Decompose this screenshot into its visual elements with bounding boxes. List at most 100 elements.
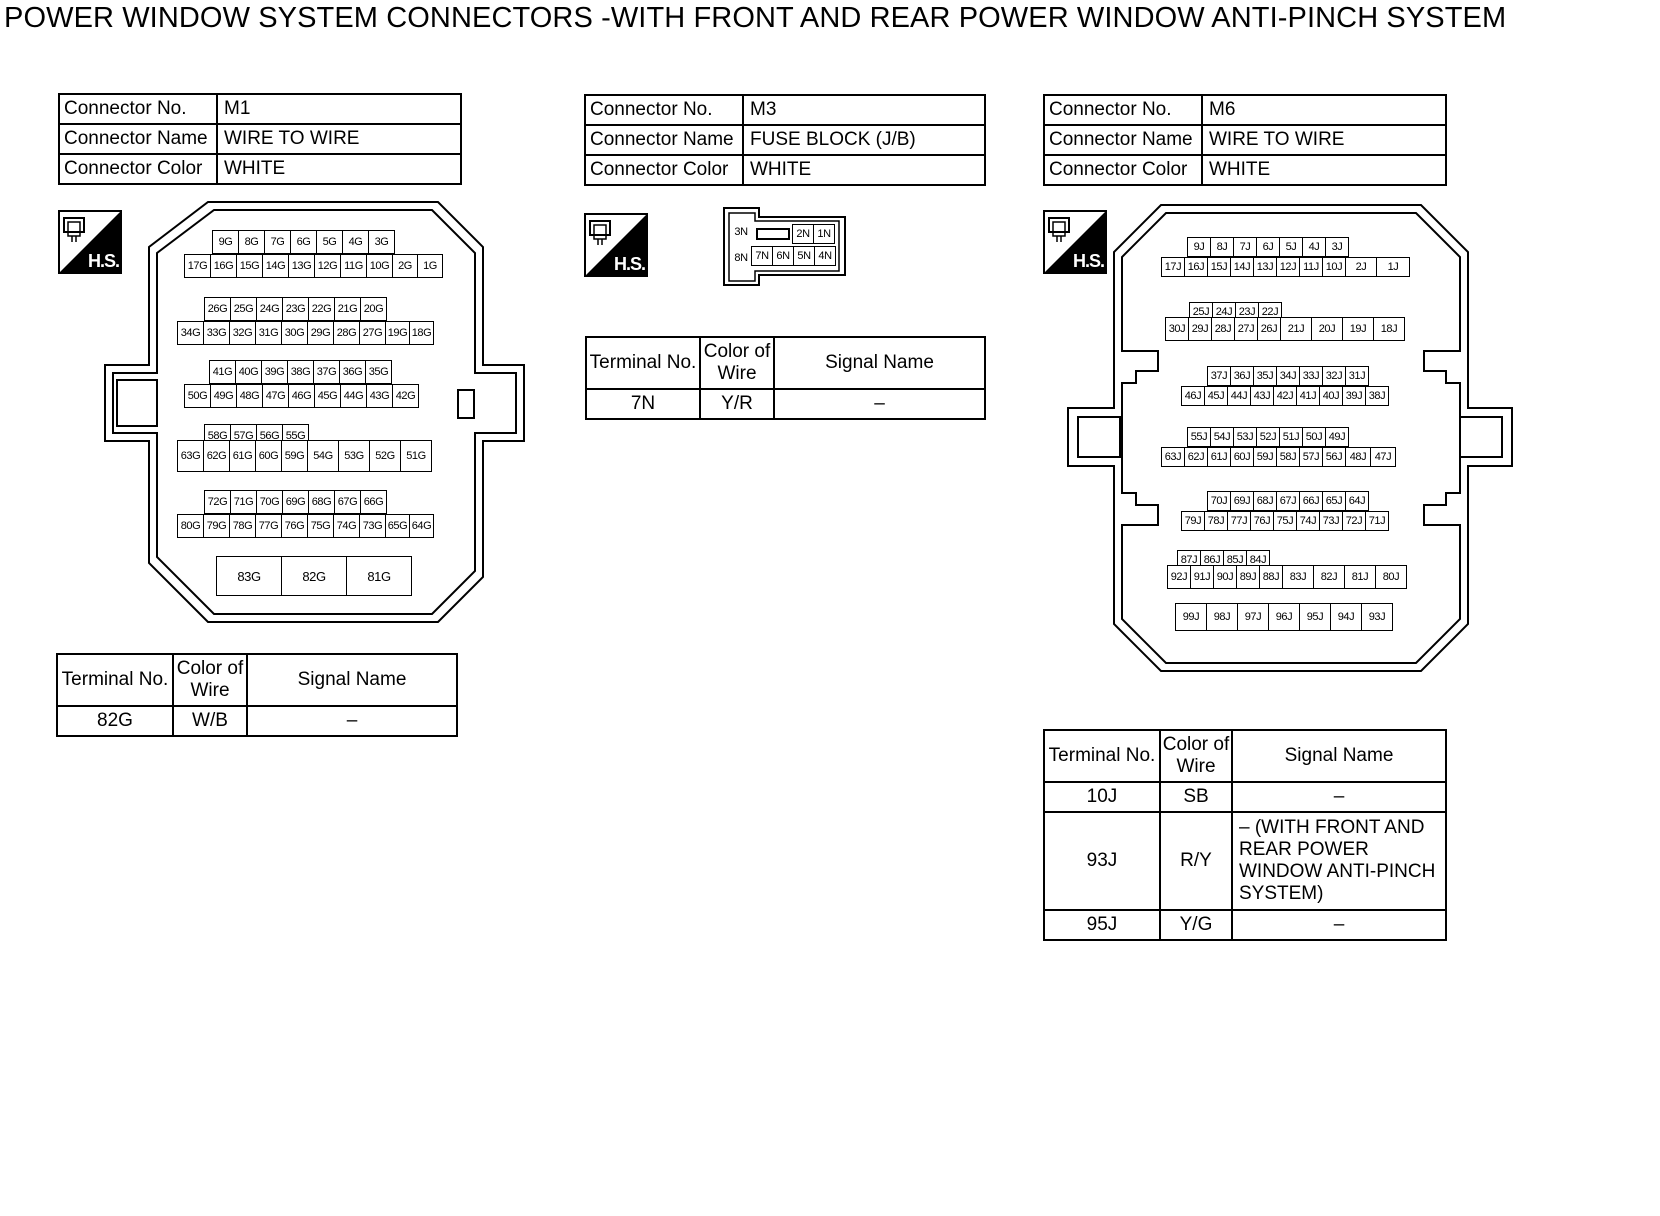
terminal-cell: 5G (316, 230, 343, 254)
terminal-cell: 57J (1299, 447, 1323, 467)
terminal-cell: 54G (307, 440, 339, 472)
connector-name-row: Connector Name FUSE BLOCK (J/B) (584, 124, 986, 156)
terminal-cell: 50J (1302, 427, 1326, 447)
terminal-no-cell: 7N (585, 388, 701, 420)
connector-no-label: Connector No. (1043, 94, 1203, 126)
terminal-cell: 47G (262, 384, 289, 408)
terminal-cell: 35J (1253, 366, 1277, 386)
terminal-table-m3: Terminal No. Color of Wire Signal Name 7… (585, 336, 986, 420)
terminal-cell: 4N (814, 246, 836, 266)
terminal-cell: 90J (1213, 565, 1237, 589)
signal-name-header: Signal Name (773, 336, 986, 390)
terminal-cell: 73G (359, 514, 386, 538)
terminal-cell: 26G (204, 297, 231, 321)
terminal-cell: 97J (1237, 603, 1269, 631)
terminal-cell: 25G (230, 297, 257, 321)
terminal-row: 82G W/B – (56, 705, 458, 737)
wire-color-cell: Y/G (1159, 909, 1233, 941)
terminal-cell: 48J (1345, 447, 1371, 467)
terminal-cell: 3J (1325, 237, 1349, 257)
terminal-cell: 37G (313, 360, 340, 384)
harness-side-icon: H.S. (58, 210, 122, 274)
terminal-cell: 76J (1250, 511, 1274, 531)
terminal-cell: 36J (1230, 366, 1254, 386)
terminal-cell: 64G (409, 514, 434, 538)
terminal-cell: 89J (1236, 565, 1260, 589)
connector-no-value: M1 (216, 93, 462, 125)
terminal-cell: 93J (1361, 603, 1393, 631)
terminal-table-header: Terminal No. Color of Wire Signal Name (1043, 729, 1447, 783)
terminal-cell: 52J (1256, 427, 1280, 447)
terminal-cell: 82J (1313, 565, 1345, 589)
terminal-cell: 98J (1206, 603, 1238, 631)
terminal-cell: 1J (1376, 257, 1410, 277)
hs-label: H.S. (613, 254, 646, 274)
connector-color-label: Connector Color (584, 154, 744, 186)
terminal-cell: 10J (1322, 257, 1346, 277)
terminal-cell: 70J (1207, 491, 1231, 511)
signal-name-header: Signal Name (246, 653, 458, 707)
terminal-cell: 43G (366, 384, 393, 408)
terminal-cell: 9J (1187, 237, 1211, 257)
terminal-cell: 60J (1230, 447, 1254, 467)
terminal-cell: 71J (1365, 511, 1389, 531)
terminal-cell: 72J (1342, 511, 1366, 531)
terminal-cell: 15J (1207, 257, 1231, 277)
terminal-cell: 45J (1204, 386, 1228, 406)
terminal-row: 10J SB – (1043, 781, 1447, 813)
connector-color-label: Connector Color (58, 153, 218, 185)
harness-side-icon: H.S. (1043, 210, 1107, 274)
terminal-table-m1: Terminal No. Color of Wire Signal Name 8… (56, 653, 458, 737)
terminal-cell: 51G (400, 440, 432, 472)
connector-info-table-m1: Connector No. M1 Connector Name WIRE TO … (58, 93, 462, 185)
terminal-cell: 4G (342, 230, 369, 254)
terminal-cell: 20J (1311, 317, 1343, 341)
terminal-cell: 77J (1227, 511, 1251, 531)
terminal-cell: 2G (392, 254, 418, 278)
terminal-cell: 18G (409, 321, 434, 345)
connector-color-label: Connector Color (1043, 154, 1203, 186)
color-of-wire-header: Color of Wire (1159, 729, 1233, 783)
terminal-cell: 64J (1345, 491, 1369, 511)
terminal-cell: 5N (793, 246, 815, 266)
terminal-cell: 27J (1234, 317, 1258, 341)
terminal-cell: 22G (308, 297, 335, 321)
terminal-cell: 75J (1273, 511, 1297, 531)
wire-color-cell: R/Y (1159, 811, 1233, 911)
terminal-cell: 5J (1279, 237, 1303, 257)
color-of-wire-header: Color of Wire (172, 653, 248, 707)
terminal-row: 95J Y/G – (1043, 909, 1447, 941)
terminal-cell: 34G (177, 321, 204, 345)
terminal-cell: 62G (203, 440, 230, 472)
terminal-cell: 74G (333, 514, 360, 538)
terminal-cell: 19J (1342, 317, 1374, 341)
terminal-cell: 13G (288, 254, 315, 278)
terminal-cell: 59J (1253, 447, 1277, 467)
terminal-cell: 49J (1325, 427, 1349, 447)
terminal-cell: 78G (229, 514, 256, 538)
terminal-cell: 70G (256, 490, 283, 514)
terminal-cell: 75G (307, 514, 334, 538)
terminal-cell: 32G (229, 321, 256, 345)
terminal-row: 7N Y/R – (585, 388, 986, 420)
terminal-cell: 28J (1211, 317, 1235, 341)
terminal-cell: 69G (282, 490, 309, 514)
connector-no-label: Connector No. (58, 93, 218, 125)
terminal-cell: 44G (340, 384, 367, 408)
terminal-cell: 42J (1273, 386, 1297, 406)
terminal-cell: 68J (1253, 491, 1277, 511)
terminal-no-cell: 10J (1043, 781, 1161, 813)
terminal-cell: 94J (1330, 603, 1362, 631)
terminal-cell: 31J (1345, 366, 1369, 386)
terminal-cell: 46J (1181, 386, 1205, 406)
terminal-cell: 99J (1175, 603, 1207, 631)
